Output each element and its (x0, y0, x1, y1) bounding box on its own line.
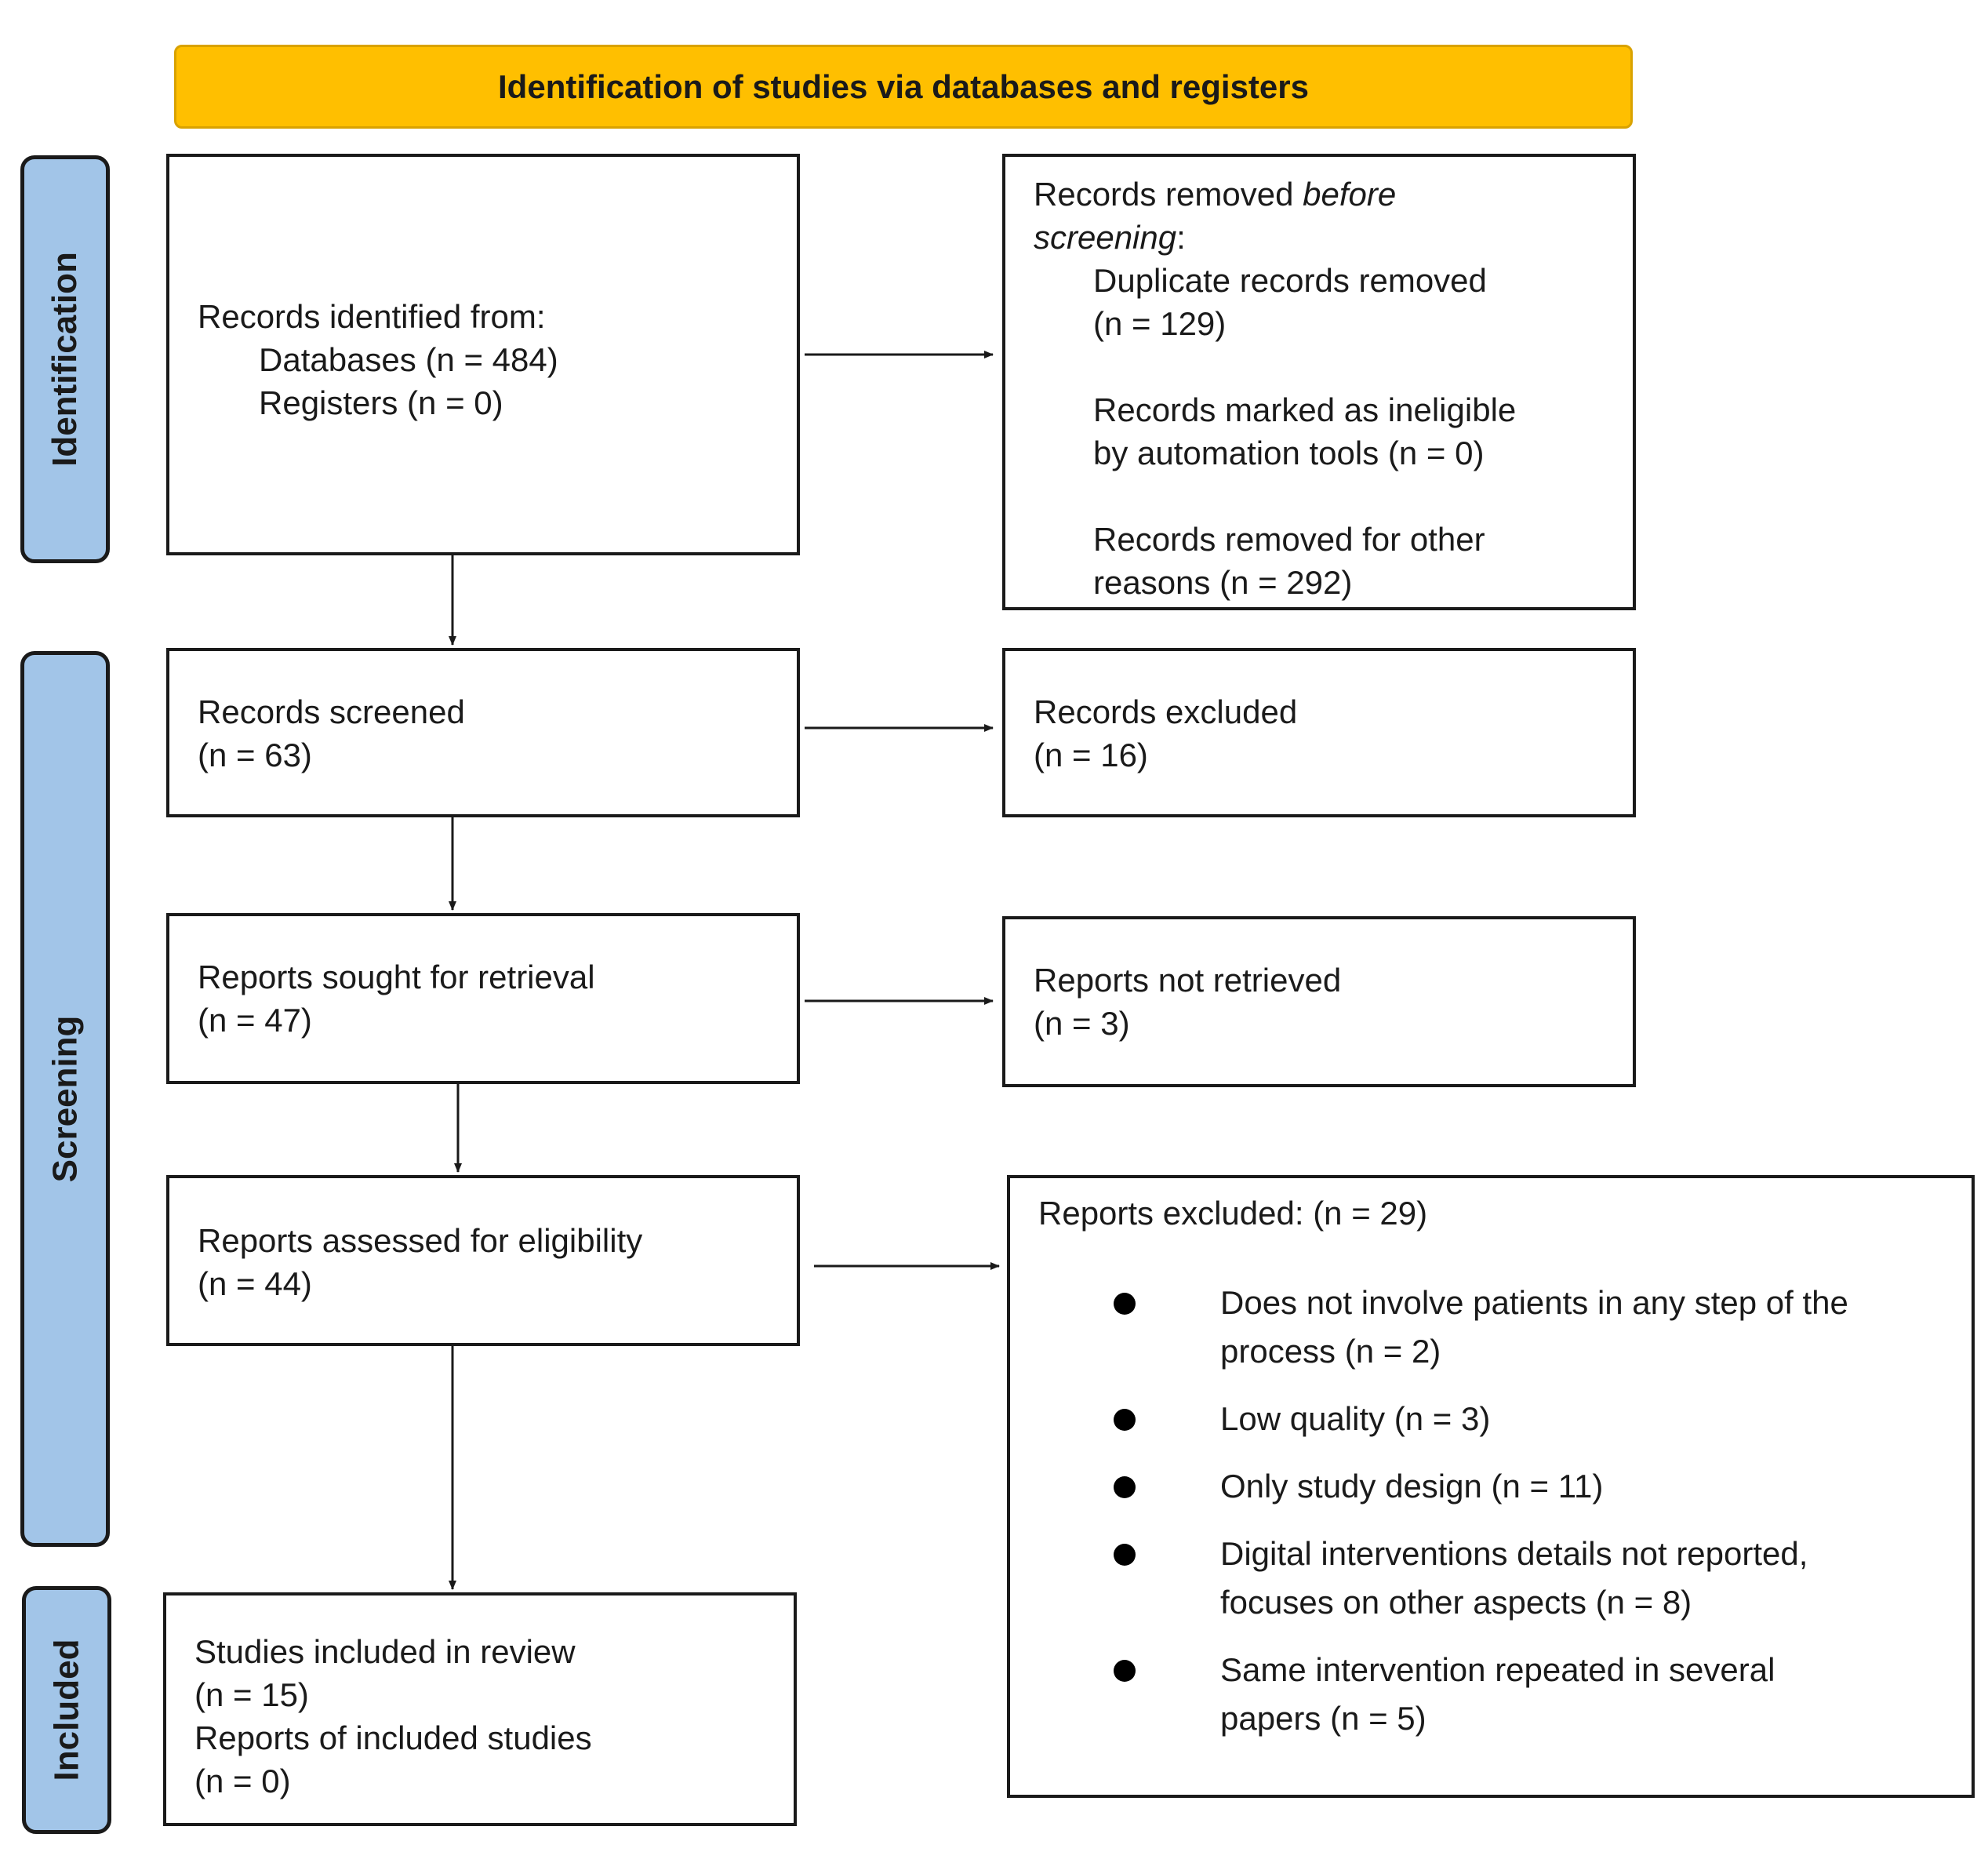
reports-sought-label: Reports sought for retrieval (198, 959, 595, 995)
registers-count: Registers (n = 0) (259, 384, 503, 421)
records-excluded-count: (n = 16) (1034, 737, 1148, 773)
reports-included-count: (n = 0) (194, 1763, 291, 1799)
reports-assessed-count: (n = 44) (198, 1265, 312, 1302)
records-screened-count: (n = 63) (198, 737, 312, 773)
phase-included: Included (22, 1586, 111, 1834)
studies-included-label: Studies included in review (194, 1633, 576, 1670)
other-reasons-count: reasons (n = 292) (1093, 564, 1353, 601)
reports-not-retrieved-label: Reports not retrieved (1034, 962, 1342, 999)
automation-count: by automation tools (n = 0) (1093, 435, 1485, 471)
exclusion-reason: Does not involve patients in any step of… (1038, 1279, 1972, 1376)
header-title: Identification of studies via databases … (498, 67, 1309, 105)
exclusion-reason: Digital interventions details not report… (1038, 1530, 1972, 1627)
duplicates-label: Duplicate records removed (1093, 262, 1487, 299)
phase-screening: Screening (20, 651, 110, 1547)
bullet-icon (1114, 1544, 1136, 1566)
records-excluded-label: Records excluded (1034, 693, 1298, 730)
reports-included-label: Reports of included studies (194, 1719, 592, 1756)
records-excluded-box: Records excluded (n = 16) (1002, 648, 1636, 817)
reports-excluded-heading: Reports excluded: (n = 29) (1038, 1195, 1428, 1232)
reports-sought-box: Reports sought for retrieval (n = 47) (166, 913, 800, 1084)
automation-label: Records marked as ineligible (1093, 391, 1517, 428)
studies-included-count: (n = 15) (194, 1676, 309, 1713)
reports-excluded-box: Reports excluded: (n = 29) Does not invo… (1007, 1175, 1975, 1798)
records-identified-box: Records identified from: Databases (n = … (166, 154, 800, 555)
records-screened-box: Records screened (n = 63) (166, 648, 800, 817)
reports-not-retrieved-count: (n = 3) (1034, 1005, 1130, 1042)
reports-assessed-box: Reports assessed for eligibility (n = 44… (166, 1175, 800, 1346)
other-reasons-label: Records removed for other (1093, 521, 1485, 558)
bullet-icon (1114, 1409, 1136, 1431)
reports-sought-count: (n = 47) (198, 1002, 312, 1039)
duplicates-count: (n = 129) (1093, 305, 1227, 342)
reports-not-retrieved-box: Reports not retrieved (n = 3) (1002, 916, 1636, 1087)
bullet-icon (1114, 1476, 1136, 1498)
reports-assessed-label: Reports assessed for eligibility (198, 1222, 643, 1259)
records-screened-label: Records screened (198, 693, 465, 730)
databases-count: Databases (n = 484) (259, 341, 558, 378)
included-box: Studies included in review (n = 15) Repo… (163, 1592, 797, 1826)
bullet-icon (1114, 1293, 1136, 1315)
exclusion-reason: Low quality (n = 3) (1038, 1395, 1972, 1443)
exclusion-reasons-list: Does not involve patients in any step of… (1038, 1279, 1972, 1743)
phase-identification: Identification (20, 155, 110, 563)
records-identified-heading: Records identified from: (198, 298, 546, 335)
exclusion-reason: Only study design (n = 11) (1038, 1462, 1972, 1511)
header-banner: Identification of studies via databases … (174, 45, 1633, 129)
bullet-icon (1114, 1660, 1136, 1682)
